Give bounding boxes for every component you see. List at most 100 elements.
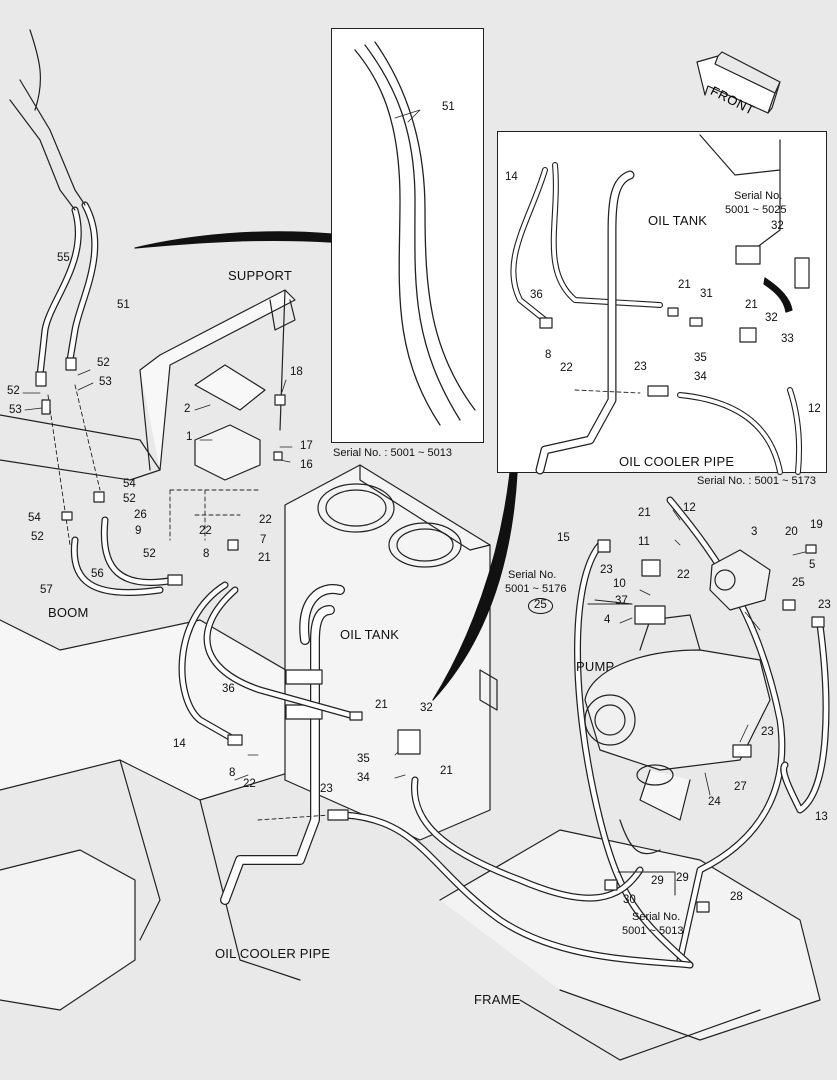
callout-21-pump-a: 21 bbox=[638, 507, 651, 519]
callout-34-inset: 34 bbox=[694, 371, 707, 383]
callout-26: 26 bbox=[134, 509, 147, 521]
bracket-2 bbox=[194, 364, 266, 411]
callout-23-pump-b: 23 bbox=[818, 599, 831, 611]
callout-14: 14 bbox=[173, 738, 186, 750]
pump-body bbox=[584, 649, 771, 771]
callout-31: 31 bbox=[700, 288, 713, 300]
callout-12-inset: 12 bbox=[808, 403, 821, 415]
callout-23-pump-a: 23 bbox=[600, 564, 613, 576]
part-number-25-circled: 25 bbox=[528, 598, 553, 614]
callout-29-b: 29 bbox=[676, 872, 689, 884]
callout-21-inset-b: 21 bbox=[745, 299, 758, 311]
callout-32-inset-b: 32 bbox=[765, 312, 778, 324]
callout-29-a: 29 bbox=[651, 875, 664, 887]
block-1 bbox=[194, 424, 261, 481]
callout-22-inset: 22 bbox=[560, 362, 573, 374]
callout-53-b: 53 bbox=[9, 404, 22, 416]
callout-54-a: 54 bbox=[123, 478, 136, 490]
support-label: SUPPORT bbox=[228, 268, 293, 283]
callout-25: 25 bbox=[792, 577, 805, 589]
callout-34-a: 34 bbox=[357, 772, 370, 784]
callout-57: 57 bbox=[40, 584, 53, 596]
serial-note-clamp-header: Serial No. bbox=[632, 911, 681, 923]
callout-8-a: 8 bbox=[203, 548, 210, 560]
oil-tank-label: OIL TANK bbox=[340, 627, 400, 642]
inset-oil-tank-detail-panel bbox=[497, 131, 827, 473]
callout-21-a: 21 bbox=[258, 552, 271, 564]
callout-16: 16 bbox=[300, 459, 313, 471]
callout-22-b: 22 bbox=[259, 514, 272, 526]
callout-22-a: 22 bbox=[199, 525, 212, 537]
callout-23-inset: 23 bbox=[634, 361, 647, 373]
callout-9: 9 bbox=[135, 525, 142, 537]
callout-27: 27 bbox=[734, 781, 747, 793]
oil-tank-inset-label: OIL TANK bbox=[648, 213, 708, 228]
callout-17: 17 bbox=[300, 440, 313, 452]
callout-23-a: 23 bbox=[320, 783, 333, 795]
callout-35-inset: 35 bbox=[694, 352, 707, 364]
callout-51-inset: 51 bbox=[442, 101, 455, 113]
inset-hose-detail-panel bbox=[331, 28, 484, 443]
callout-1: 1 bbox=[186, 431, 193, 443]
frame-lower-left bbox=[0, 849, 136, 1011]
callout-51: 51 bbox=[117, 299, 130, 311]
serial-note-bracket-header: Serial No. bbox=[734, 190, 783, 202]
callout-14-inset: 14 bbox=[505, 171, 518, 183]
callout-28: 28 bbox=[730, 891, 743, 903]
inset-pointer-top bbox=[134, 231, 332, 249]
callout-53-a: 53 bbox=[99, 376, 112, 388]
serial-note-clamp-range: 5001 ~ 5013 bbox=[622, 925, 684, 937]
callout-12: 12 bbox=[683, 502, 696, 514]
inset-hose-51 bbox=[354, 41, 476, 426]
callout-21-c: 21 bbox=[440, 765, 453, 777]
boom-label: BOOM bbox=[48, 605, 89, 620]
callout-52-c: 52 bbox=[123, 493, 136, 505]
callout-10: 10 bbox=[613, 578, 626, 590]
callout-30: 30 bbox=[623, 894, 636, 906]
callout-55: 55 bbox=[57, 252, 70, 264]
callout-24: 24 bbox=[708, 796, 721, 808]
callout-56: 56 bbox=[91, 568, 104, 580]
callout-32: 32 bbox=[420, 702, 433, 714]
frame-left-plate bbox=[0, 619, 331, 801]
callout-52-a: 52 bbox=[97, 357, 110, 369]
pump-label: PUMP bbox=[576, 659, 615, 674]
gear-pump-3 bbox=[709, 549, 771, 611]
callout-33: 33 bbox=[781, 333, 794, 345]
callout-2: 2 bbox=[184, 403, 191, 415]
callout-4: 4 bbox=[604, 614, 611, 626]
callout-36-inset: 36 bbox=[530, 289, 543, 301]
callout-32-inset-a: 32 bbox=[771, 220, 784, 232]
inset-arrow-right bbox=[763, 277, 793, 313]
serial-note-pump-range: 5001 ~ 5176 bbox=[505, 583, 567, 595]
callout-22-c: 22 bbox=[243, 778, 256, 790]
inset-hose-36 bbox=[550, 162, 663, 308]
serial-note-pump-header: Serial No. bbox=[508, 569, 557, 581]
serial-note-inset-hose: Serial No. : 5001 ~ 5013 bbox=[333, 447, 452, 459]
callout-36: 36 bbox=[222, 683, 235, 695]
callout-35-a: 35 bbox=[357, 753, 370, 765]
oil-cooler-pipe-inset-label: OIL COOLER PIPE bbox=[619, 454, 735, 469]
front-arrow-shape bbox=[696, 55, 776, 114]
serial-note-inset-tank: Serial No. : 5001 ~ 5173 bbox=[697, 475, 816, 487]
callout-20: 20 bbox=[785, 526, 798, 538]
callout-5: 5 bbox=[809, 559, 816, 571]
callout-8-b: 8 bbox=[229, 767, 236, 779]
callout-11: 11 bbox=[638, 536, 650, 548]
frame-label: FRAME bbox=[474, 992, 521, 1007]
callout-52-b: 52 bbox=[7, 385, 20, 397]
serial-note-bracket-range: 5001 ~ 5025 bbox=[725, 204, 787, 216]
callout-21-inset-a: 21 bbox=[678, 279, 691, 291]
callout-8-inset: 8 bbox=[545, 349, 552, 361]
callout-22-pump: 22 bbox=[677, 569, 690, 581]
callout-15: 15 bbox=[557, 532, 570, 544]
callout-19: 19 bbox=[810, 519, 823, 531]
callout-37: 37 bbox=[615, 595, 628, 607]
callout-13: 13 bbox=[815, 811, 828, 823]
callout-18: 18 bbox=[290, 366, 303, 378]
callout-52-e: 52 bbox=[143, 548, 156, 560]
oil-cooler-pipe-label: OIL COOLER PIPE bbox=[215, 946, 331, 961]
callout-52-d: 52 bbox=[31, 531, 44, 543]
